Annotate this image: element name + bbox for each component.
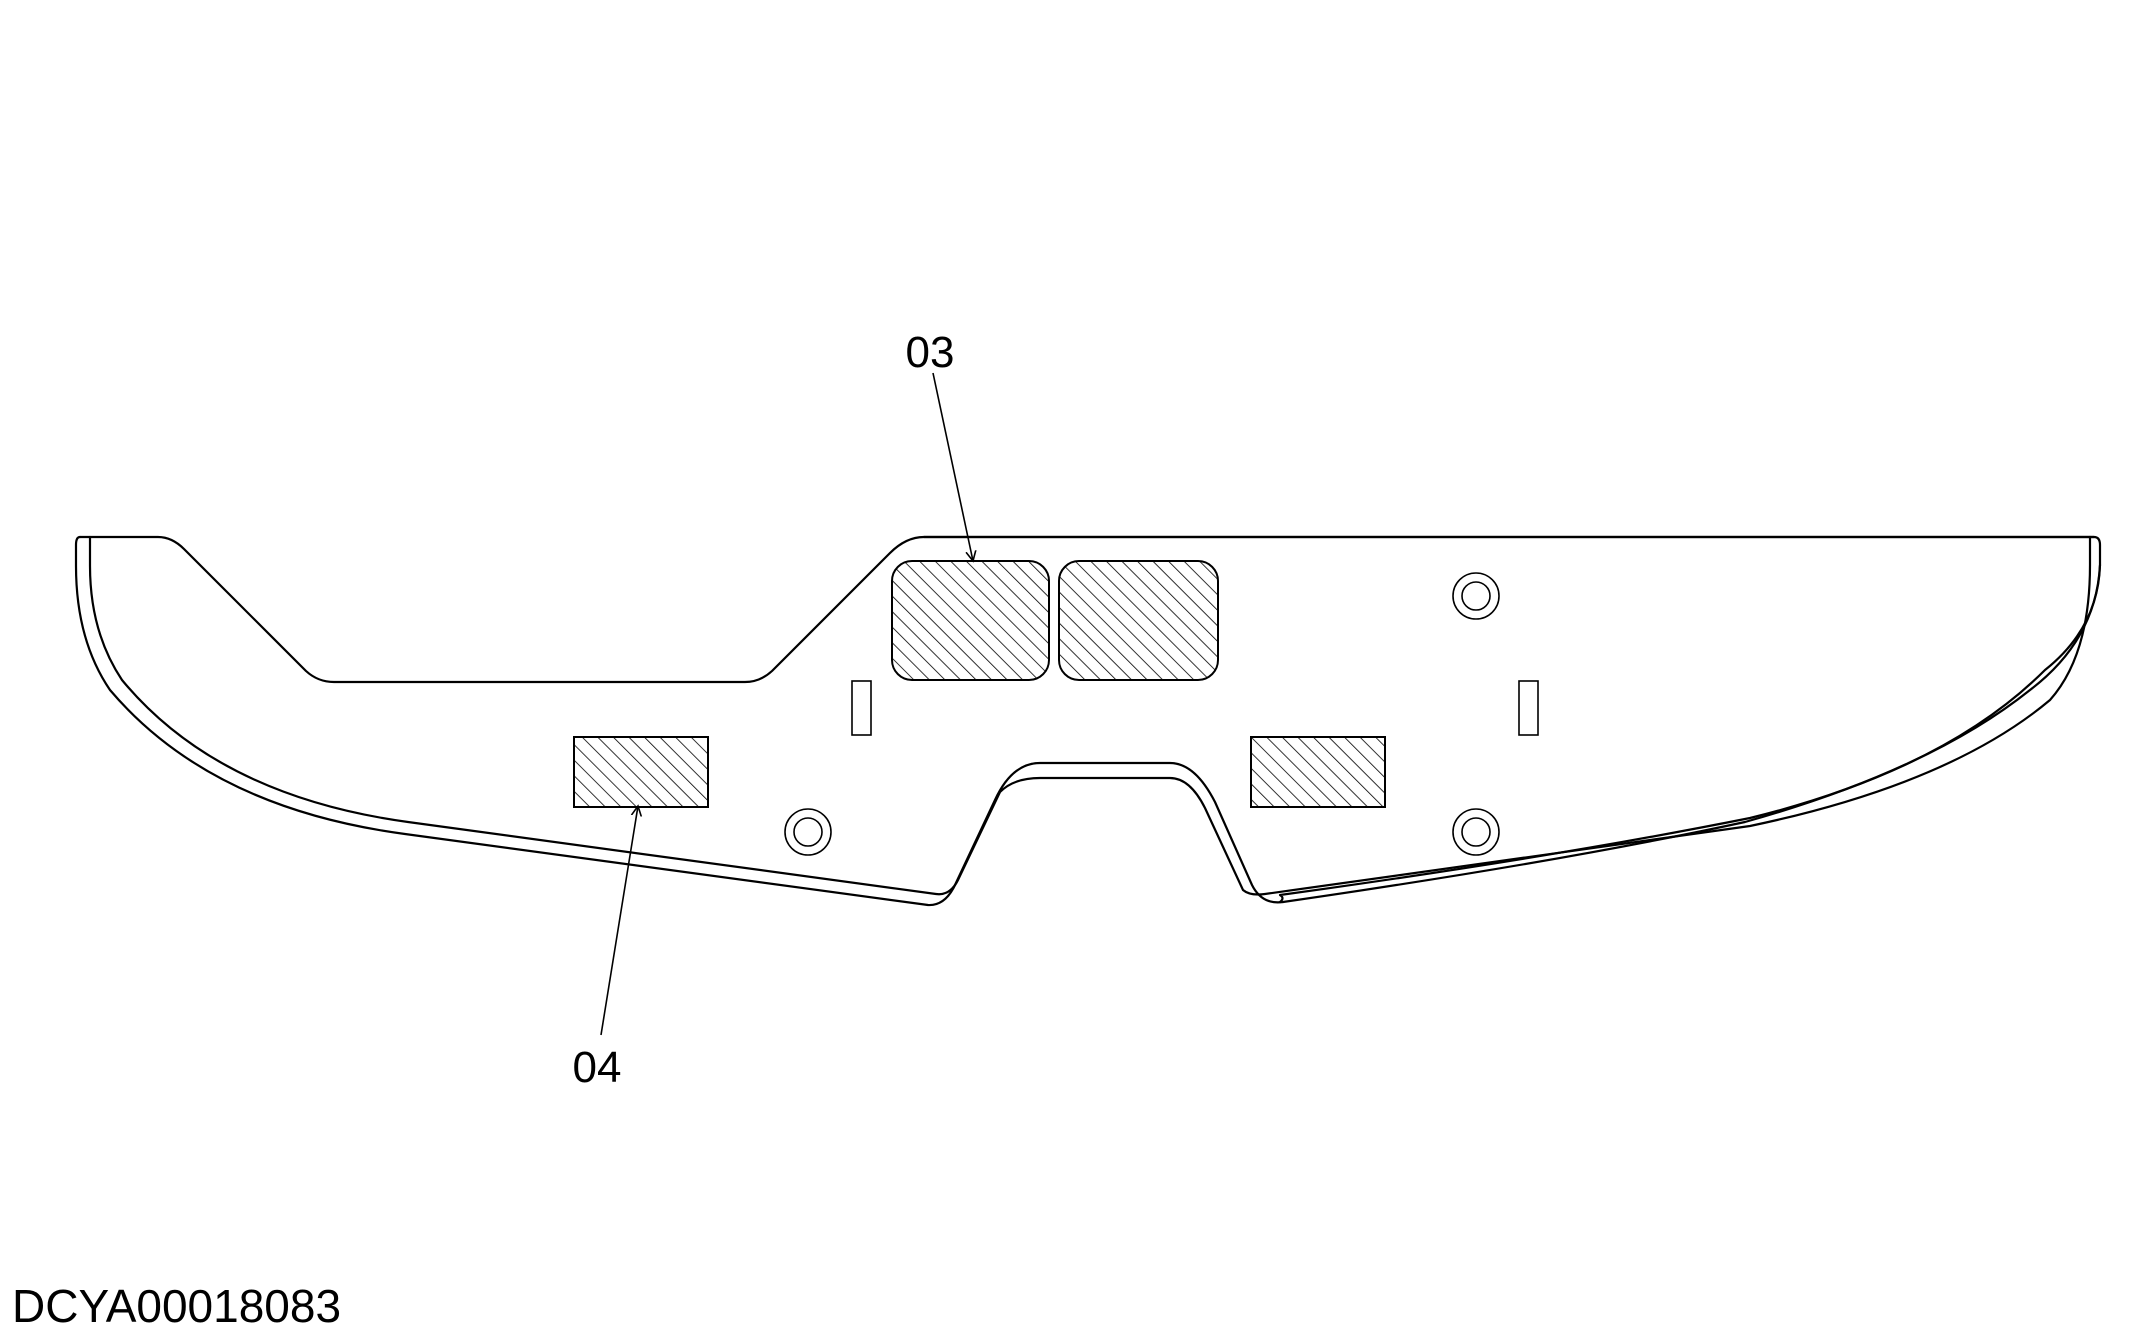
leader-line-lower (600, 806, 638, 1036)
slot-left (851, 680, 872, 736)
hatched-pad-upper-left (891, 560, 1050, 681)
leader-line-upper (932, 372, 973, 561)
drawing-code: DCYA00018083 (12, 1280, 341, 1332)
fastener-hole-top-right (1452, 572, 1500, 620)
callout-label-lower: 04 (573, 1043, 622, 1092)
hatched-pad-left (573, 736, 709, 808)
fastener-hole-bottom-right (1452, 808, 1500, 856)
hatched-pad-upper-right (1058, 560, 1219, 681)
panel-lower-right-contour (1281, 563, 2102, 904)
slot-right (1518, 680, 1539, 736)
fastener-hole-bottom-left (784, 808, 832, 856)
panel-inner-offset-line (88, 535, 2092, 896)
callout-label-upper: 03 (906, 328, 955, 377)
hatched-pad-right (1250, 736, 1386, 808)
panel-bottom-edge (74, 535, 1285, 907)
